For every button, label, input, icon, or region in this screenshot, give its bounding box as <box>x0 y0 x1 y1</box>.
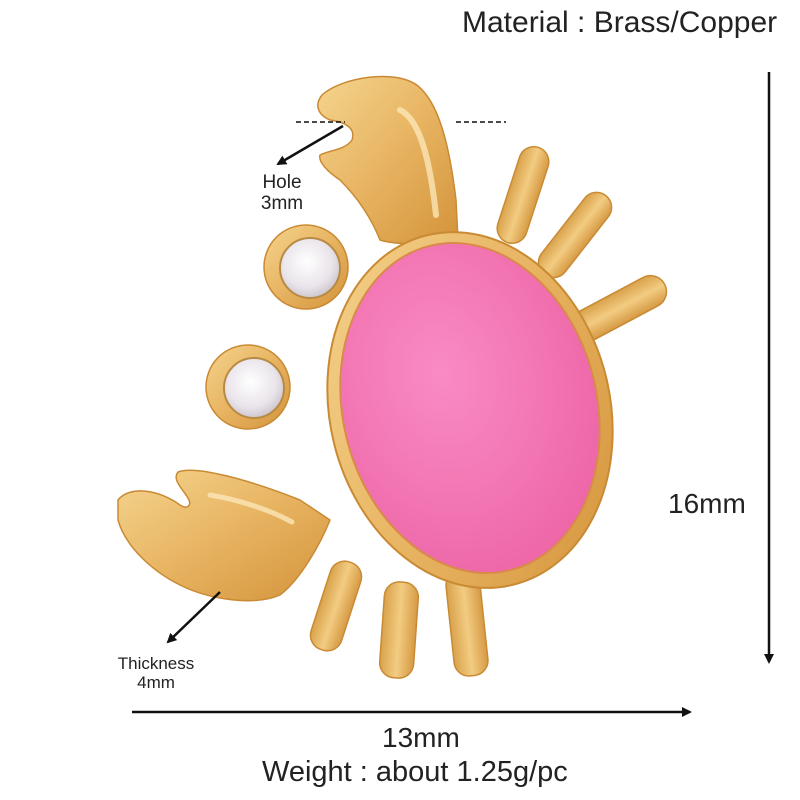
width-label: 13mm <box>382 722 460 753</box>
pink-enamel-body <box>339 242 601 574</box>
hole-indicator <box>276 121 506 166</box>
lower-legs <box>309 560 489 679</box>
hole-value: 3mm <box>260 193 304 214</box>
eye-lower <box>205 344 291 430</box>
height-label: 16mm <box>668 488 746 519</box>
thickness-title: Thickness <box>117 654 195 673</box>
crab-pendant <box>117 75 668 679</box>
hole-label: Hole 3mm <box>256 172 308 214</box>
thickness-label: Thickness 4mm <box>104 654 208 692</box>
material-label: Material : Brass/Copper <box>462 6 778 39</box>
bottom-claw <box>117 469 331 602</box>
top-claw <box>317 75 459 245</box>
hole-title: Hole <box>262 172 302 193</box>
eye-upper <box>263 224 349 310</box>
thickness-value: 4mm <box>137 673 175 692</box>
thickness-indicator <box>166 591 221 644</box>
weight-label: Weight : about 1.25g/pc <box>262 756 568 788</box>
